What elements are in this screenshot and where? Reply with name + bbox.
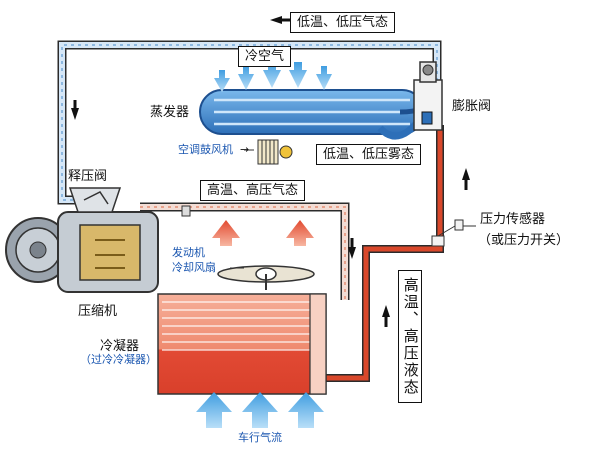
label-subcooling-condenser: （过冷冷凝器）	[80, 353, 157, 366]
hot-air-arrows	[212, 220, 314, 246]
compressor-graphic	[5, 187, 191, 293]
cooling-fan-graphic	[217, 265, 315, 290]
label-evaporator: 蒸发器	[150, 105, 190, 120]
evaporator-coil	[199, 89, 435, 140]
label-pressure-switch: （或压力开关）	[478, 233, 570, 248]
condenser-graphic	[157, 293, 327, 395]
high-pressure-gas-line	[140, 202, 350, 300]
label-condenser: 冷凝器	[100, 339, 140, 354]
label-high-temp-high-pressure-gas: 高温、高压气态	[200, 180, 306, 201]
label-engine-cooling-fan-line1: 发动机	[172, 246, 205, 259]
flow-arrows	[71, 16, 470, 327]
leader-lines	[230, 149, 476, 269]
pressure-sensor-graphic	[431, 219, 464, 247]
blower-fan-pointer-arrow: →	[240, 143, 250, 156]
blower-fan-graphic	[257, 139, 293, 165]
high-pressure-liquid-line	[320, 125, 444, 382]
low-pressure-gas-line	[57, 40, 442, 205]
label-blower-fan: 空调鼓风机	[178, 143, 233, 156]
label-vehicle-airflow: 车行气流	[238, 431, 282, 444]
label-low-temp-low-pressure-gas: 低温、低压气态	[290, 12, 396, 33]
label-expansion-valve: 膨胀阀	[452, 99, 492, 114]
label-low-temp-low-pressure-mist: 低温、低压雾态	[316, 144, 422, 165]
label-compressor: 压缩机	[78, 304, 118, 319]
label-high-temp-high-pressure-liquid: 高温、高压液态	[398, 270, 422, 403]
label-engine-cooling-fan-line2: 冷却风扇	[172, 261, 216, 274]
label-pressure-sensor: 压力传感器	[480, 212, 546, 227]
vehicle-airflow-arrows	[196, 392, 324, 428]
label-relief-valve: 释压阀	[68, 169, 108, 184]
expansion-valve-body	[413, 61, 443, 131]
cold-air-arrows	[214, 62, 332, 92]
label-cold-air: 冷空气	[238, 46, 292, 67]
